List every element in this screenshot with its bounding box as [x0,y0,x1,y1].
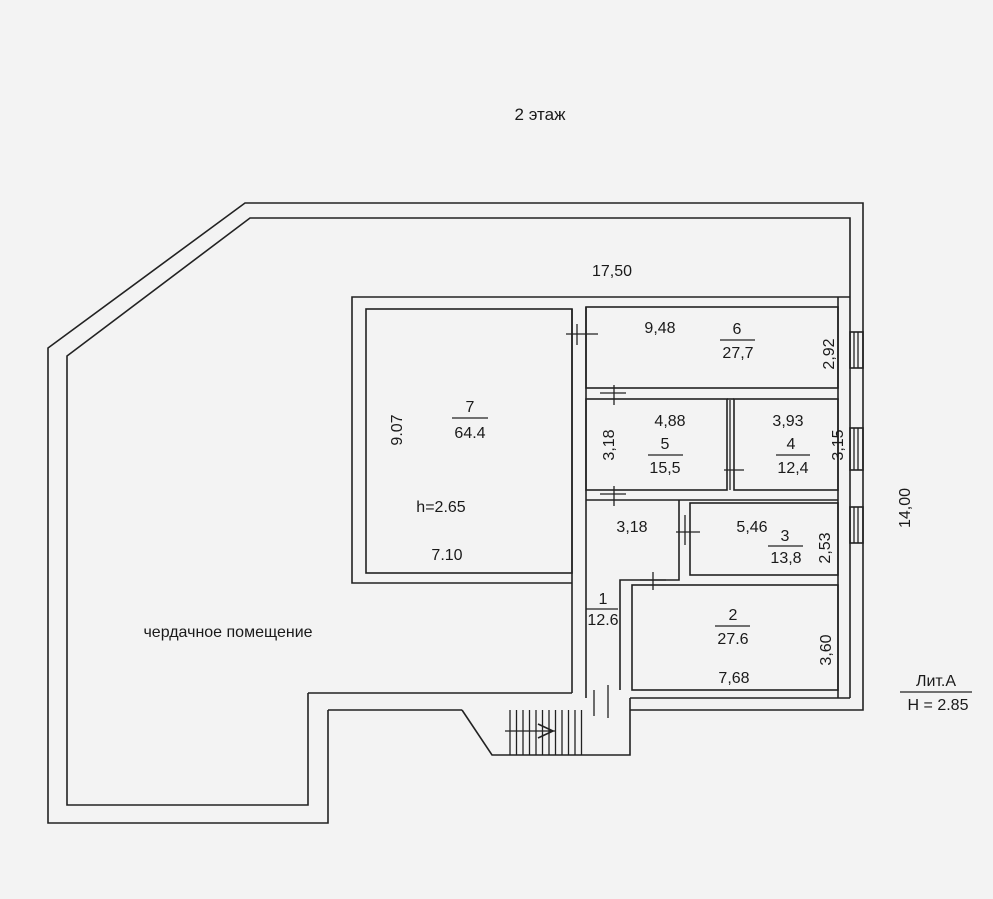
window-room-6 [849,331,864,369]
svg-text:6: 6 [733,321,742,338]
svg-text:3,93: 3,93 [772,413,803,430]
svg-text:7: 7 [466,399,475,416]
dim-total-width: 14,00 [897,488,914,528]
svg-text:5: 5 [661,436,670,453]
window-room-3 [849,506,864,544]
room-1: 3,18 1 12.6 [586,519,648,629]
svg-text:3,18: 3,18 [616,519,647,536]
svg-text:2: 2 [729,607,738,624]
svg-text:3: 3 [781,528,790,545]
svg-text:15,5: 15,5 [649,460,680,477]
svg-text:h=2.65: h=2.65 [416,499,465,516]
svg-text:4,88: 4,88 [654,413,685,430]
room-5: 4,88 5 15,5 3,18 [601,413,686,477]
attic-label: чердачное помещение [143,624,312,641]
floor-title: 2 этаж [515,105,567,124]
svg-text:2,92: 2,92 [821,338,838,369]
lit-name: Лит.А [916,673,956,690]
svg-text:13,8: 13,8 [770,550,801,567]
window-room-4 [849,427,864,471]
room-6: 9,48 6 27,7 2,92 [644,320,838,370]
room-2: 2 27.6 7,68 3,60 [715,607,835,687]
stair-direction-arrow [537,723,555,739]
svg-text:64.4: 64.4 [454,425,485,442]
room-3: 5,46 3 13,8 2,53 [736,519,834,567]
doors [566,324,744,718]
svg-text:7,68: 7,68 [718,670,749,687]
svg-text:2,53: 2,53 [817,532,834,563]
svg-text:3,60: 3,60 [818,634,835,665]
svg-text:5,46: 5,46 [736,519,767,536]
lit-height: H = 2.85 [908,697,969,714]
svg-text:27.6: 27.6 [717,631,748,648]
dim-total-length: 17,50 [592,263,632,280]
room-4: 3,93 4 12,4 3,15 [772,413,847,477]
inner-walls [351,296,850,698]
svg-text:3,18: 3,18 [601,429,618,460]
staircase [461,698,631,756]
svg-text:1: 1 [599,591,608,608]
svg-text:3,15: 3,15 [830,429,847,460]
svg-text:4: 4 [787,436,796,453]
svg-text:27,7: 27,7 [722,345,753,362]
room-7: 7 64.4 9.07 h=2.65 7.10 [389,399,488,564]
windows [849,331,864,544]
svg-text:12,4: 12,4 [777,460,808,477]
svg-text:9.07: 9.07 [389,414,406,445]
svg-text:9,48: 9,48 [644,320,675,337]
svg-text:12.6: 12.6 [587,612,618,629]
svg-text:7.10: 7.10 [431,547,462,564]
